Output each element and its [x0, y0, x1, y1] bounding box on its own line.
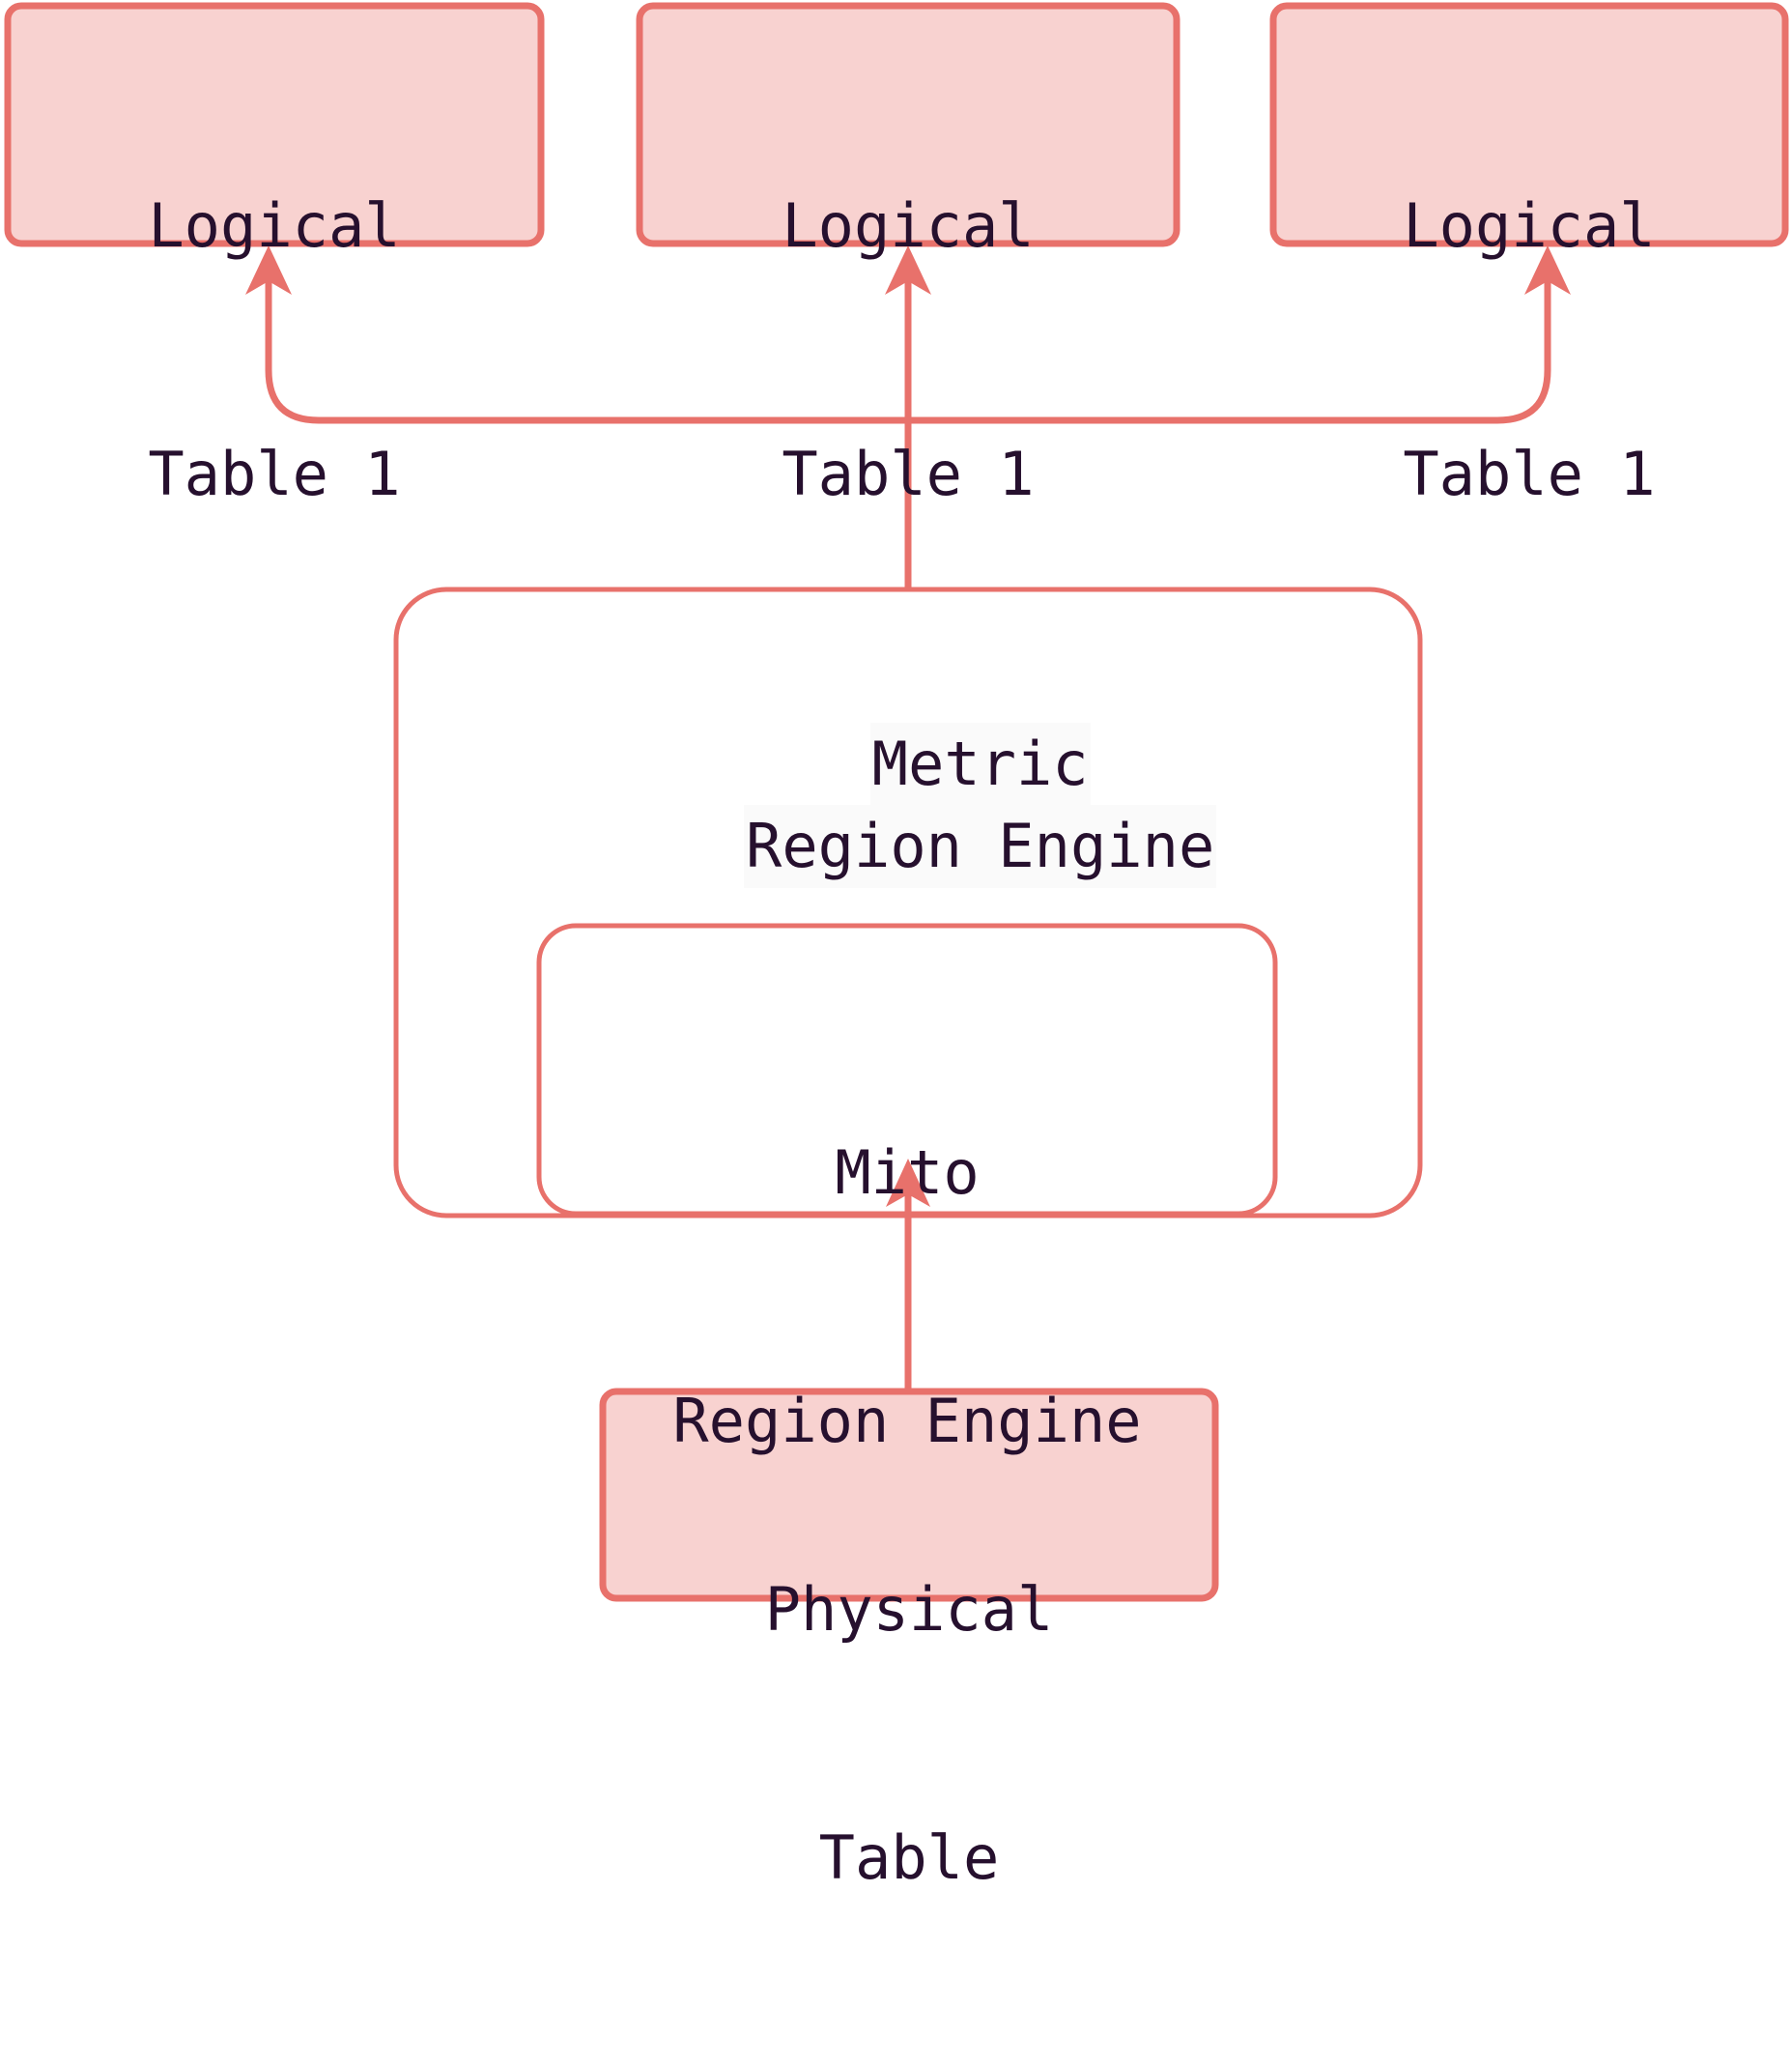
node-physical-table[interactable]: [599, 1388, 1219, 1602]
node-logical-table-3[interactable]: [1269, 2, 1789, 247]
edge-branch-right: [908, 275, 1551, 424]
physical-table-line-2: Table: [818, 1821, 1000, 1893]
node-logical-table-2[interactable]: [636, 2, 1180, 247]
edge-metric-to-logical-tables: [245, 245, 1571, 589]
diagram-canvas-root: Logical Table 1 Logical Table 1 Logical …: [4, 2, 1789, 1893]
arrowhead-to-logical-table-3: [1524, 245, 1571, 295]
node-logical-table-1[interactable]: [4, 2, 545, 247]
edge-branch-left: [265, 275, 908, 424]
edge-physical-table-to-mito: [886, 1159, 930, 1391]
diagram-svg: [4, 2, 1789, 1602]
arrowhead-to-logical-table-1: [245, 245, 292, 295]
arrowhead-to-logical-table-2: [885, 245, 931, 295]
arrowhead-to-mito-region-engine: [886, 1159, 930, 1207]
